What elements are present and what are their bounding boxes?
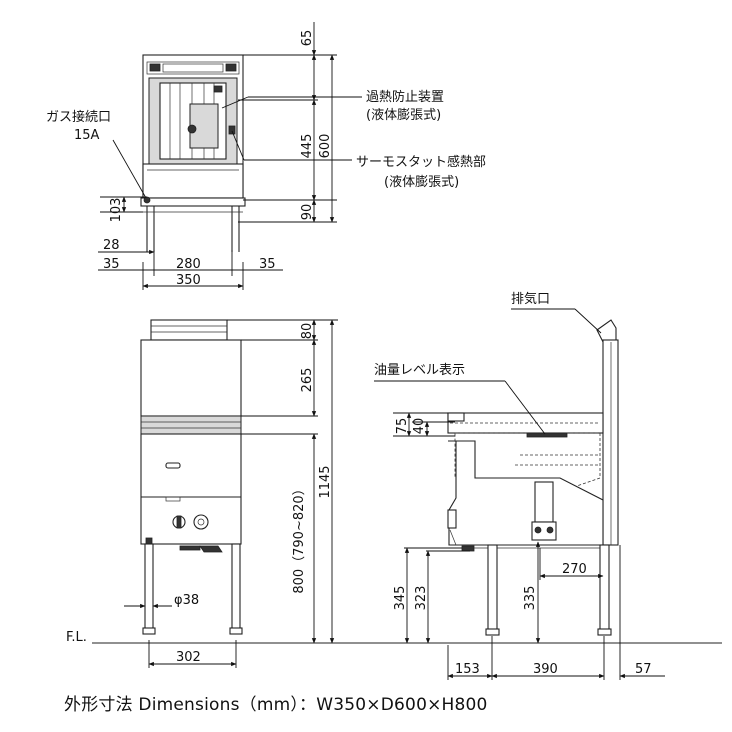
dim-35-right: 35 [259, 257, 276, 272]
top-view: 65 445 600 90 過熱防止装置 (液体膨張式) サーモスタット感熱部 … [46, 22, 486, 290]
dim-390: 390 [533, 662, 558, 677]
thermostat-sublabel: (液体膨張式) [384, 175, 459, 190]
dim-445: 445 [300, 134, 315, 159]
dim-65: 65 [300, 30, 315, 47]
front-view: F.L. 80 265 800（790~820） 1145 φ38 302 [66, 319, 722, 668]
dim-57: 57 [635, 662, 652, 677]
dim-35-left: 35 [103, 257, 120, 272]
dim-800: 800（790~820） [292, 482, 307, 593]
dim-80: 80 [300, 323, 315, 340]
floor-label: F.L. [66, 630, 87, 645]
dim-phi38: φ38 [174, 593, 199, 608]
dim-103: 103 [109, 198, 124, 223]
dim-153: 153 [455, 662, 480, 677]
dimensions-caption: 外形寸法 Dimensions（mm）：W350×D600×H800 [64, 695, 488, 715]
dim-40: 40 [412, 418, 427, 435]
dim-600: 600 [318, 134, 333, 159]
dim-335: 335 [523, 586, 538, 611]
dim-28: 28 [103, 238, 120, 253]
thermostat-label: サーモスタット感熱部 [356, 154, 486, 170]
top-dim-lines [238, 22, 337, 223]
oil-level-label: 油量レベル表示 [374, 363, 465, 378]
dim-323: 323 [414, 586, 429, 611]
side-view: 排気口 油量レベル表示 75 40 270 345 323 335 [374, 291, 665, 680]
overheat-sublabel: (液体膨張式) [366, 108, 441, 123]
exhaust-label: 排気口 [511, 291, 550, 307]
dim-75: 75 [395, 418, 410, 435]
dim-1145: 1145 [318, 465, 333, 498]
dim-350: 350 [176, 273, 201, 288]
dim-265: 265 [300, 368, 315, 393]
dim-270: 270 [562, 562, 587, 577]
overheat-label: 過熱防止装置 [366, 89, 444, 105]
gas-label: ガス接続口 [46, 109, 111, 125]
dim-302: 302 [176, 650, 201, 665]
dim-345: 345 [393, 586, 408, 611]
dim-90: 90 [300, 204, 315, 221]
gas-size-label: 15A [74, 128, 100, 143]
dim-280: 280 [176, 257, 201, 272]
